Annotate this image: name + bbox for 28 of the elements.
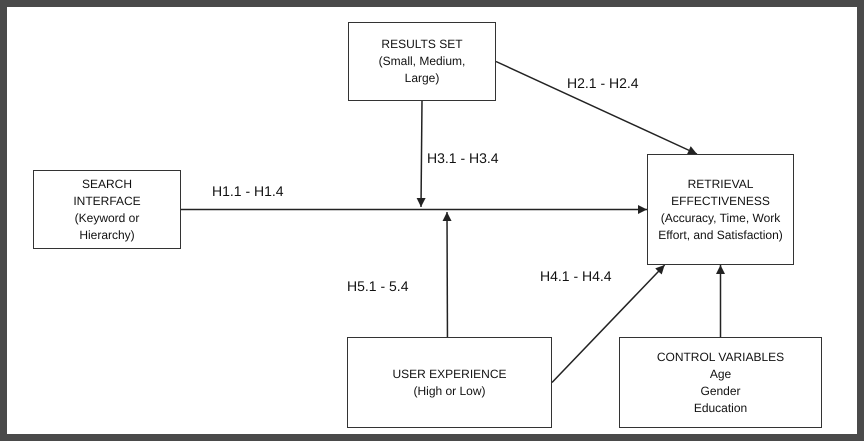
- arrow: [551, 264, 666, 384]
- arrow: [716, 265, 725, 337]
- box-text: (High or Low): [413, 382, 486, 400]
- box-text: Gender: [700, 382, 741, 400]
- edge-label: H1.1 - H1.4: [210, 183, 286, 199]
- arrow: [496, 60, 698, 155]
- box-text: CONTROL VARIABLES: [656, 348, 784, 366]
- edge-label: H2.1 - H2.4: [565, 75, 641, 91]
- box-text: RESULTS SET: [381, 36, 463, 53]
- box-text: Age: [710, 366, 732, 382]
- box-text: (Keyword or Hierarchy): [74, 210, 140, 244]
- box-text: RETRIEVAL EFFECTIVENESS: [670, 176, 771, 210]
- concept-box: [348, 22, 496, 101]
- arrow: [442, 212, 452, 337]
- arrow: [181, 205, 647, 214]
- edge-label: H5.1 - 5.4: [345, 278, 410, 294]
- concept-box: [33, 170, 181, 249]
- arrow: [416, 101, 426, 207]
- box-text: Education: [694, 400, 748, 416]
- box-text: (Small, Medium, Large): [378, 53, 466, 87]
- box-text: USER EXPERIENCE: [392, 366, 507, 382]
- edge-label: H3.1 - H3.4: [425, 150, 501, 166]
- box-text: (Accuracy, Time, Work Effort, and Satisfaction): [657, 210, 784, 244]
- concept-box: [619, 337, 822, 428]
- edge-label: H4.1 - H4.4: [538, 268, 614, 284]
- concept-box: [347, 337, 552, 428]
- concept-box: [647, 154, 794, 265]
- box-text: SEARCH INTERFACE: [72, 176, 142, 210]
